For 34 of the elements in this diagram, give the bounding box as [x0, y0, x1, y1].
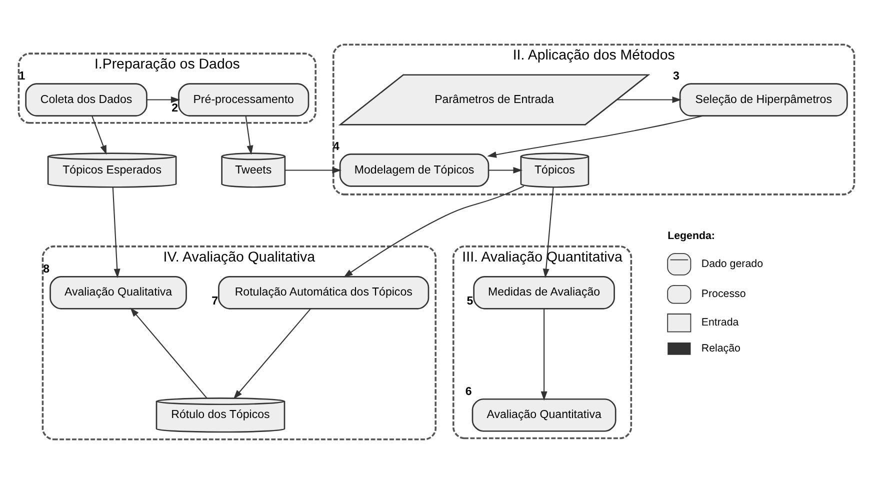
node-label: 2 [172, 102, 178, 114]
node-box: Seleção de Hiperpâmetros [679, 82, 848, 116]
node-label: 6 [465, 386, 472, 398]
arrow [542, 186, 554, 278]
arrow [343, 185, 524, 277]
node-box: Medidas de Avaliação [473, 276, 615, 309]
node-label: 4 [332, 140, 340, 153]
node-label: 7 [212, 295, 218, 308]
node-box: Avaliação Qualitativa [50, 276, 187, 309]
legend-label: Relação [701, 342, 740, 354]
node-box: Pré-processamento [178, 82, 310, 116]
arrow [245, 115, 254, 154]
label: Legenda: [668, 229, 715, 242]
node-box: Avaliação Quantitativa [472, 398, 616, 432]
node-box: Coleta dos Dados [25, 82, 148, 116]
legend-label: Entrada [701, 316, 739, 328]
legend-label: Processo [701, 288, 746, 300]
node-box: Rotulação Automática dos Tópicos [218, 276, 430, 309]
node-label: 1 [18, 70, 26, 82]
node-label: 5 [466, 295, 474, 308]
arrow [540, 308, 548, 400]
arrow [146, 96, 180, 103]
legend-label: Dado gerado [701, 257, 764, 270]
arrow [487, 114, 704, 158]
node-box: Modelagem de Tópicos [339, 153, 490, 186]
arrow [285, 166, 342, 173]
node-label: 3 [672, 70, 680, 82]
arrow [233, 308, 311, 399]
arrow [616, 96, 682, 103]
arrow [130, 307, 208, 398]
arrow [488, 166, 522, 173]
arrow [92, 115, 107, 154]
arrow [112, 186, 120, 278]
node-label: 8 [43, 263, 50, 276]
